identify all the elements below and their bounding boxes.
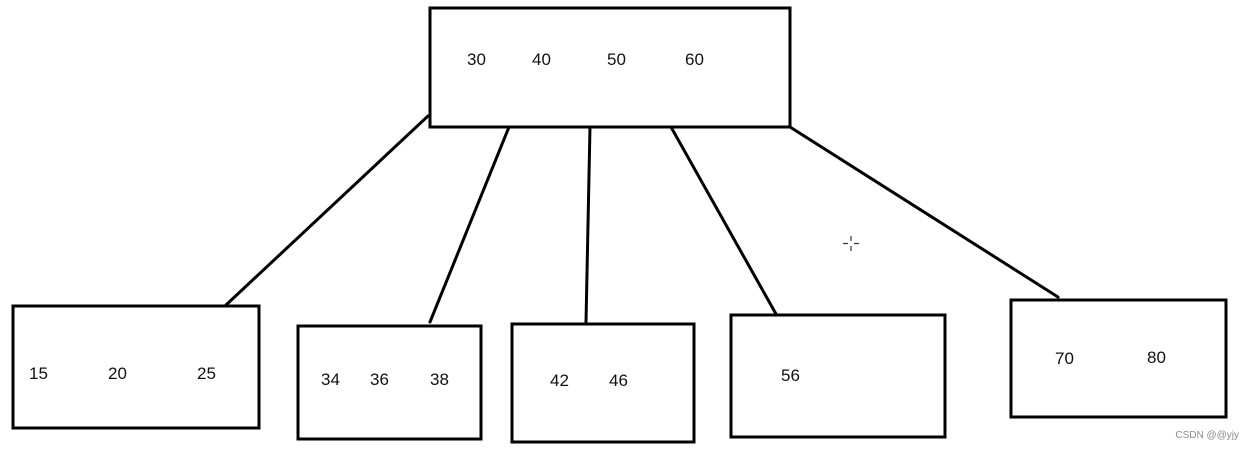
child-node-1: 15 20 25 — [11, 304, 261, 430]
edge-root-child-5 — [788, 125, 1060, 299]
child-node-2: 34 36 38 — [296, 324, 483, 441]
child-3-key-2: 46 — [609, 371, 628, 390]
child-3-key-1: 42 — [550, 371, 569, 390]
child-node-4-box — [729, 313, 947, 439]
root-key-1: 30 — [467, 50, 486, 69]
child-node-3-box — [510, 322, 696, 444]
root-node: 30 40 50 60 — [428, 6, 792, 129]
child-node-3: 42 46 — [510, 322, 696, 444]
child-1-key-2: 20 — [108, 364, 127, 383]
child-node-2-box — [296, 324, 483, 441]
root-key-3: 50 — [607, 50, 626, 69]
child-2-key-3: 38 — [430, 370, 449, 389]
child-node-5-box — [1009, 298, 1228, 419]
child-node-1-box — [11, 304, 261, 430]
child-2-key-1: 34 — [321, 370, 340, 389]
child-4-key-1: 56 — [781, 366, 800, 385]
root-node-box — [428, 6, 792, 129]
root-key-4: 60 — [685, 50, 704, 69]
edge-root-child-4 — [669, 125, 778, 316]
child-1-key-1: 15 — [29, 364, 48, 383]
child-node-4: 56 — [729, 313, 947, 439]
root-key-2: 40 — [532, 50, 551, 69]
child-5-key-1: 70 — [1055, 349, 1074, 368]
edge-root-child-3 — [584, 125, 592, 324]
child-1-key-3: 25 — [197, 364, 216, 383]
child-5-key-2: 80 — [1147, 348, 1166, 367]
watermark-text: CSDN @@yjy — [1175, 430, 1239, 441]
child-2-key-2: 36 — [370, 370, 389, 389]
move-cursor-icon — [843, 236, 859, 251]
edge-root-child-2 — [428, 125, 511, 324]
edge-root-child-1 — [224, 114, 430, 307]
tree-edges — [224, 114, 1060, 324]
child-node-5: 70 80 — [1009, 298, 1228, 419]
